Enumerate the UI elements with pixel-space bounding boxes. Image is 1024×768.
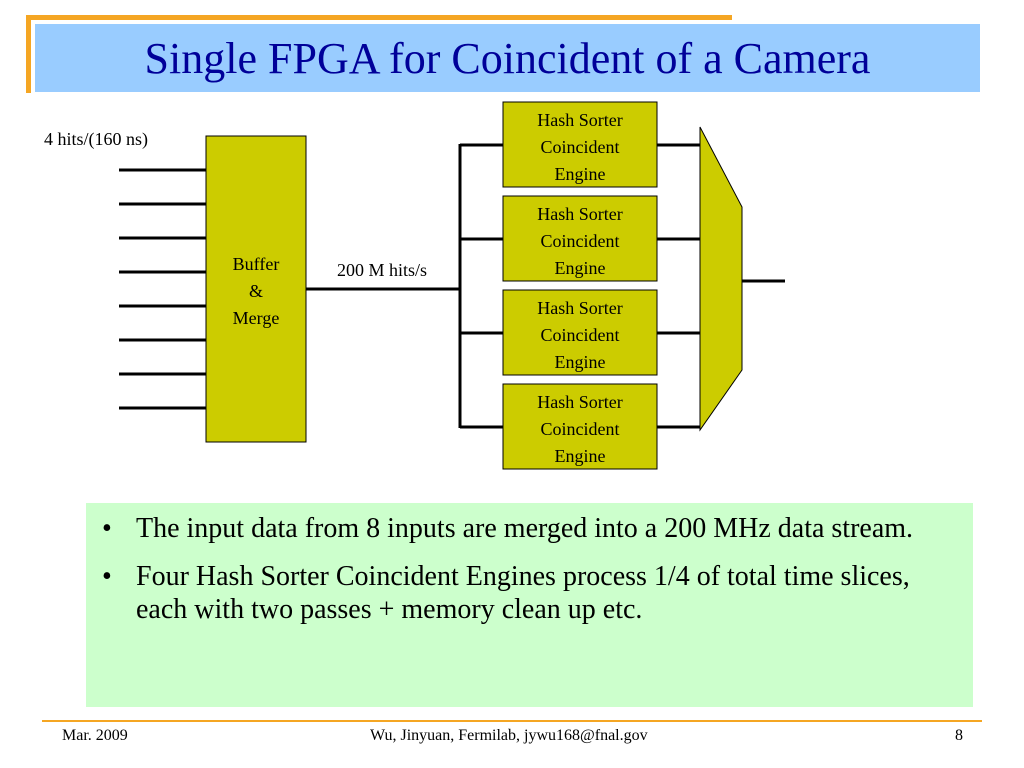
engine-input-lines: [460, 143, 503, 429]
engine-label-line: Hash Sorter: [537, 204, 622, 224]
engine-label-line: Coincident: [541, 419, 620, 439]
engine-label-line: Hash Sorter: [537, 392, 622, 412]
page-number: 8: [955, 727, 963, 744]
accent-bar-top: [26, 15, 732, 20]
accent-bar-left: [26, 15, 31, 93]
engine-block: Hash Sorter Coincident Engine: [502, 289, 658, 376]
engine-label-line: Coincident: [541, 325, 620, 345]
input-lines: [119, 168, 206, 410]
engine-label-line: Engine: [555, 258, 606, 278]
output-multiplexer: [699, 126, 743, 432]
bullet-item: The input data from 8 inputs are merged …: [98, 512, 958, 545]
buffer-label-line: Buffer: [233, 254, 280, 274]
bullet-list: The input data from 8 inputs are merged …: [98, 512, 958, 641]
engine-label-line: Coincident: [541, 137, 620, 157]
engine-block: Hash Sorter Coincident Engine: [502, 195, 658, 282]
title-background: [35, 24, 980, 92]
engine-label-line: Engine: [555, 352, 606, 372]
engine-label-line: Hash Sorter: [537, 110, 622, 130]
stream-rate-label: 200 M hits/s: [337, 260, 427, 280]
footer-divider: [42, 720, 982, 722]
engine-output-lines: [657, 143, 700, 429]
diagram: 4 hits/(160 ns) Buffer & Merge 200 M hit…: [44, 101, 785, 470]
engine-block: Hash Sorter Coincident Engine: [502, 101, 658, 188]
buffer-merge-block: [205, 135, 307, 443]
buffer-label-line: &: [249, 281, 263, 301]
buffer-label-line: Merge: [233, 308, 280, 328]
engine-block: Hash Sorter Coincident Engine: [502, 383, 658, 470]
slide-title: Single FPGA for Coincident of a Camera: [144, 33, 871, 83]
engine-label-line: Hash Sorter: [537, 298, 622, 318]
bullet-item: Four Hash Sorter Coincident Engines proc…: [98, 560, 958, 626]
input-rate-label: 4 hits/(160 ns): [44, 129, 148, 150]
engine-label-line: Engine: [555, 446, 606, 466]
footer-author: Wu, Jinyuan, Fermilab, jywu168@fnal.gov: [370, 727, 648, 744]
engine-label-line: Engine: [555, 164, 606, 184]
footer-date: Mar. 2009: [62, 727, 128, 744]
engine-label-line: Coincident: [541, 231, 620, 251]
